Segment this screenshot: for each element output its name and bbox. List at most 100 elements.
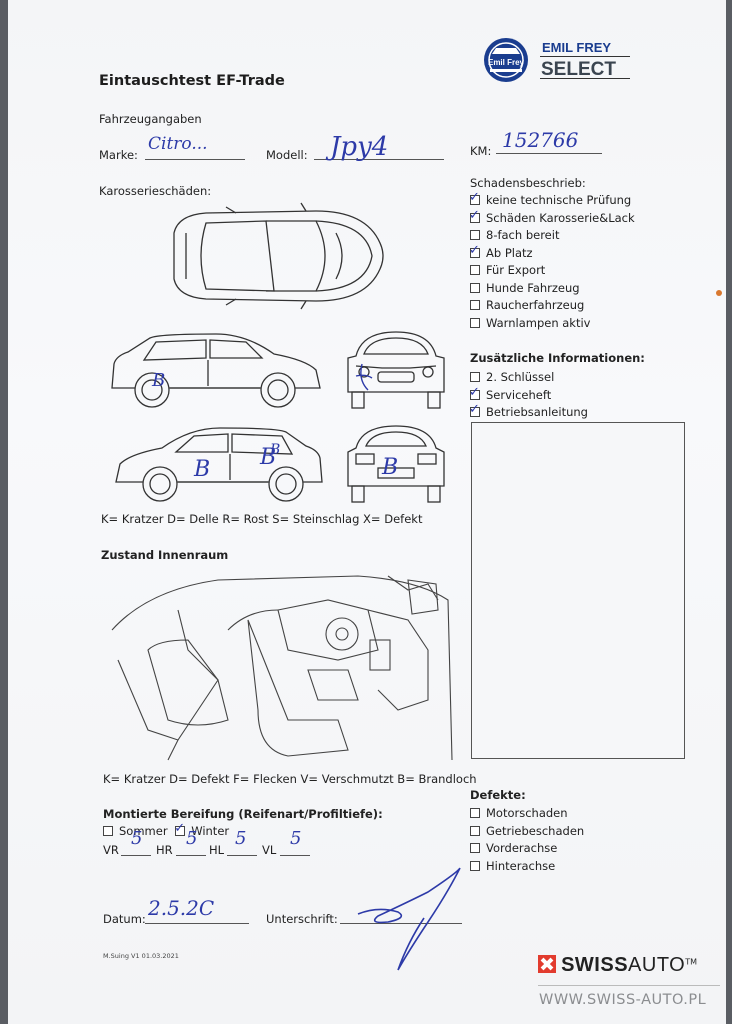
vr-value: 5: [131, 828, 143, 849]
item-label: Hinterachse: [486, 858, 556, 873]
item-label: keine technische Prüfung: [486, 193, 632, 207]
list-item: ✓Schäden Karosserie&Lack: [469, 208, 635, 229]
additional-info-list: 2. Schlüssel ✓ Serviceheft ✓ Betriebsanlei…: [469, 370, 588, 423]
vl-value: 5: [290, 828, 302, 849]
checkbox[interactable]: [470, 860, 480, 871]
hl-field[interactable]: [227, 843, 257, 856]
tire-type-row: Sommer ✓Winter: [103, 821, 230, 838]
signature-field[interactable]: [340, 911, 462, 924]
marke-label: Marke:: [99, 148, 138, 162]
item-label: Warnlampen aktiv: [486, 315, 591, 330]
additional-info-heading: Zusätzliche Informationen:: [470, 351, 645, 365]
car-front-view-diagram: [347, 331, 445, 409]
item-label: Für Export: [486, 263, 546, 277]
damage-scribble-front: [355, 363, 373, 391]
checkbox[interactable]: ✓: [469, 208, 480, 223]
marke-value: Citro...: [148, 134, 208, 154]
winter-checkbox[interactable]: ✓: [174, 821, 186, 836]
damage-mark-b5: B: [381, 455, 398, 480]
datum-label: Datum:: [103, 912, 146, 926]
item-label: Vorderachse: [486, 841, 558, 855]
checkbox[interactable]: [470, 230, 480, 240]
interior-legend: K= Kratzer D= Defekt F= Flecken V= Versc…: [103, 772, 477, 786]
body-damage-heading: Karosserieschäden:: [99, 184, 212, 198]
signature-scribble: [357, 867, 461, 971]
list-item: ✓ Serviceheft: [469, 385, 588, 406]
item-label: 2. Schlüssel: [486, 370, 555, 384]
damage-description-list: ✓ keine technische Prüfung ✓Schäden Karos…: [469, 190, 635, 334]
winter-checkmark-icon: ✓: [174, 821, 186, 836]
list-item: Getriebeschaden: [470, 824, 584, 842]
checkbox[interactable]: [470, 282, 480, 293]
checkbox[interactable]: ✓: [469, 243, 480, 258]
notes-box[interactable]: [471, 422, 685, 759]
trademark: TM: [685, 957, 698, 967]
item-label: Serviceheft: [486, 387, 552, 402]
list-item: Hinterachse: [470, 859, 584, 877]
winter-label: Winter: [191, 824, 230, 838]
checkmark-icon: ✓: [469, 207, 480, 223]
km-field[interactable]: [496, 141, 602, 154]
tires-heading: Montierte Bereifung (Reifenart/Profiltie…: [103, 807, 383, 821]
defects-heading: Defekte:: [470, 788, 526, 802]
swissauto-text-a: SWISS: [561, 954, 629, 976]
modell-label: Modell:: [266, 148, 308, 162]
damage-mark-b3: B: [259, 445, 276, 470]
checkbox[interactable]: [470, 265, 480, 275]
swissauto-cross-icon: [538, 955, 556, 973]
checkmark-icon: ✓: [469, 190, 480, 205]
item-label: Raucherfahrzeug: [486, 298, 585, 312]
marke-field[interactable]: [145, 147, 245, 160]
vr-field[interactable]: [121, 843, 151, 856]
checkbox[interactable]: ✓: [469, 402, 480, 417]
hr-value: 5: [186, 828, 198, 849]
checkbox[interactable]: [470, 300, 480, 310]
checkmark-icon: ✓: [469, 242, 480, 258]
item-label: Hunde Fahrzeug: [486, 280, 580, 295]
list-item: 8-fach bereit: [470, 228, 635, 246]
item-label: Betriebsanleitung: [486, 405, 588, 419]
summer-checkbox[interactable]: [103, 826, 113, 836]
checkbox[interactable]: [470, 825, 480, 836]
damage-mark-b4: B: [269, 442, 280, 458]
checkbox[interactable]: ✓: [469, 385, 480, 400]
checkbox[interactable]: [470, 843, 480, 853]
body-damage-legend: K= Kratzer D= Delle R= Rost S= Steinschl…: [101, 512, 423, 526]
checkbox[interactable]: [470, 317, 480, 328]
checkmark-icon: ✓: [469, 384, 480, 400]
item-label: Ab Platz: [486, 245, 533, 260]
hl-label: HL: [209, 843, 225, 857]
hl-value: 5: [235, 828, 247, 849]
form-version: M.Suing V1 01.03.2021: [103, 952, 179, 960]
item-label: Getriebeschaden: [486, 823, 585, 838]
checkbox[interactable]: [470, 372, 480, 382]
list-item: Für Export: [470, 263, 635, 281]
list-item: ✓ Betriebsanleitung: [469, 402, 588, 423]
list-item: Raucherfahrzeug: [470, 298, 635, 316]
km-label: KM:: [470, 144, 492, 158]
modell-field[interactable]: [314, 147, 444, 160]
defects-list: Motorschaden Getriebeschaden Vorderachse…: [470, 806, 584, 876]
list-item: ✓ Ab Platz: [469, 243, 635, 264]
brand-line2: SELECT: [541, 59, 616, 80]
datum-value: 2.5.2C: [148, 896, 215, 920]
checkbox[interactable]: ✓: [469, 190, 480, 205]
swissauto-logo: SWISSAUTOTM: [538, 954, 697, 977]
hr-label: HR: [156, 843, 173, 857]
datum-field[interactable]: [145, 911, 249, 924]
list-item: 2. Schlüssel: [470, 370, 588, 388]
checkbox[interactable]: [470, 808, 480, 818]
vr-label: VR: [103, 843, 119, 857]
list-item: Warnlampen aktiv: [470, 316, 635, 334]
damage-mark-b2: B: [193, 457, 210, 482]
form-title: Eintauschtest EF-Trade: [99, 73, 285, 89]
hr-field[interactable]: [176, 843, 206, 856]
website-url[interactable]: WWW.SWISS-AUTO.PL: [539, 992, 707, 1008]
footer-divider: [538, 985, 720, 986]
km-value: 152766: [502, 128, 579, 152]
car-side-left-diagram: B: [111, 333, 321, 408]
vl-label: VL: [262, 843, 277, 857]
checkmark-icon: ✓: [469, 402, 480, 417]
vl-field[interactable]: [280, 843, 310, 856]
emil-frey-logo: Emil Frey EMIL FREY SELECT: [482, 36, 632, 88]
